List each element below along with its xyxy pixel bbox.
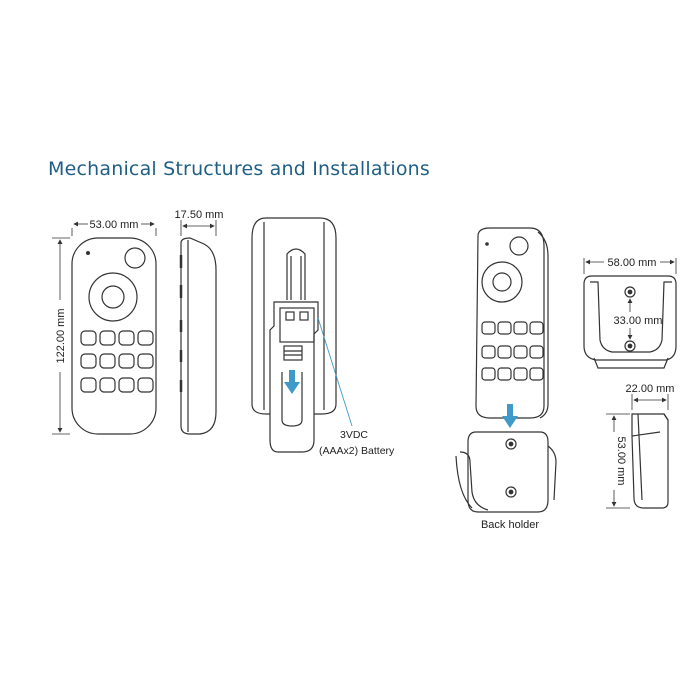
insert-arrow-icon: [284, 370, 300, 394]
label-front-height: 122.00 mm: [55, 308, 67, 363]
label-back-holder: Back holder: [481, 519, 539, 531]
label-holder-width: 58.00 mm: [608, 257, 657, 269]
dim-holder-height: [606, 413, 630, 509]
back-holder-view: [455, 431, 557, 513]
label-battery-type: (AAAx2) Battery: [319, 445, 395, 457]
dim-front-width: [71, 221, 157, 236]
dim-front-height: [52, 237, 70, 435]
install-arrow-icon: [502, 404, 518, 428]
remote-front-view: [71, 237, 157, 435]
label-holder-height: 53.00 mm: [615, 437, 627, 486]
page-title: Mechanical Structures and Installations: [48, 158, 430, 180]
label-side-depth: 17.50 mm: [175, 209, 224, 221]
remote-side-view: [179, 237, 217, 435]
button-grid-install: [481, 321, 544, 381]
label-holder-hole-spacing: 33.00 mm: [614, 315, 663, 327]
holder-side-view: [631, 413, 669, 509]
dim-holder-width: [583, 258, 677, 274]
dim-holder-depth: [631, 394, 669, 410]
button-grid-front: [80, 330, 154, 393]
dim-side-depth: [180, 220, 217, 236]
battery-leader-line: [317, 317, 353, 427]
remote-install-view: [475, 227, 549, 419]
label-battery-voltage: 3VDC: [340, 429, 368, 441]
holder-front-view: [583, 275, 677, 369]
label-front-width: 53.00 mm: [90, 219, 139, 231]
label-holder-depth: 22.00 mm: [626, 383, 675, 395]
